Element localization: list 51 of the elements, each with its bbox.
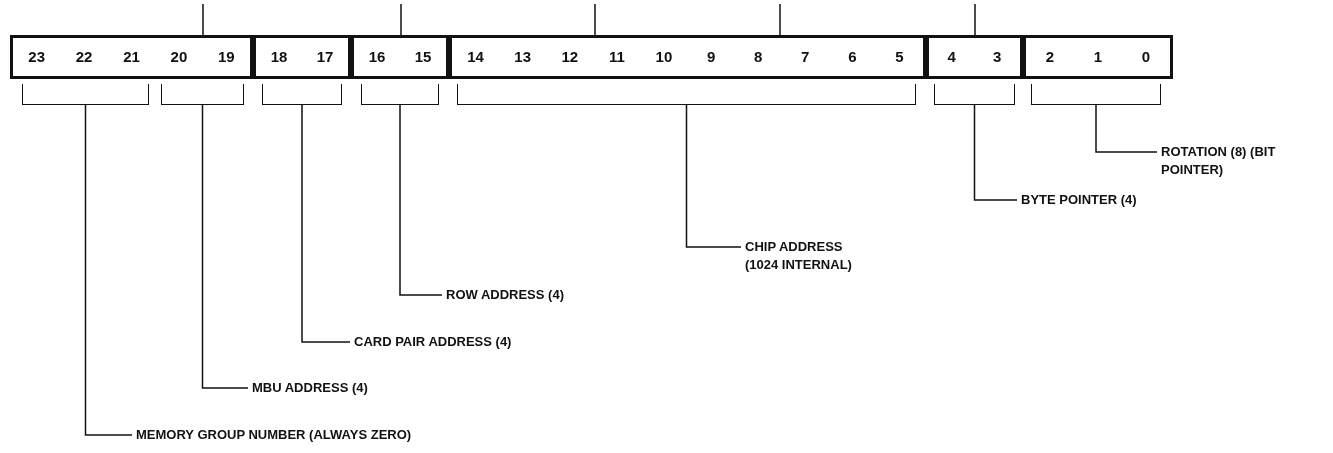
bit-number: 20 xyxy=(169,48,189,66)
bit-number: 10 xyxy=(654,48,674,66)
bit-number: 3 xyxy=(992,48,1003,66)
bracket xyxy=(161,84,244,105)
bit-number: 18 xyxy=(269,48,289,66)
register-field xyxy=(449,35,926,79)
leader-line xyxy=(399,104,443,296)
field-label: ROTATION (8) (BIT POINTER) xyxy=(1161,143,1291,179)
bit-number: 16 xyxy=(367,48,387,66)
bit-number: 15 xyxy=(413,48,433,66)
bit-number: 5 xyxy=(894,48,905,66)
register-field xyxy=(926,35,1023,79)
bit-number: 8 xyxy=(752,48,764,66)
bracket xyxy=(934,84,1015,105)
bit-number: 21 xyxy=(122,48,141,66)
bit-number: 17 xyxy=(315,48,335,66)
bit-number: 0 xyxy=(1140,48,1152,66)
register-field xyxy=(1023,35,1173,79)
leader-line xyxy=(84,104,133,436)
bracket xyxy=(457,84,916,105)
register-field xyxy=(351,35,449,79)
field-label: MEMORY GROUP NUMBER (ALWAYS ZERO) xyxy=(136,426,412,444)
register-field xyxy=(253,35,351,79)
bit-number: 12 xyxy=(560,48,580,66)
field-label: BYTE POINTER (4) xyxy=(1021,191,1137,209)
bit-number: 11 xyxy=(607,48,626,66)
field-label: CARD PAIR ADDRESS (4) xyxy=(354,333,512,351)
bit-number: 6 xyxy=(847,48,858,66)
bit-number: 7 xyxy=(800,48,811,66)
leader-line xyxy=(1095,104,1158,153)
leader-line xyxy=(973,104,1018,201)
field-label: MBU ADDRESS (4) xyxy=(252,379,368,397)
bit-number: 4 xyxy=(946,48,957,66)
bit-number: 13 xyxy=(513,48,532,66)
bit-number: 23 xyxy=(27,48,47,66)
leader-line xyxy=(301,104,351,343)
register-field xyxy=(10,35,253,79)
bit-number: 1 xyxy=(1092,48,1104,66)
leader-line xyxy=(685,104,742,248)
bit-number: 22 xyxy=(74,48,94,66)
bit-number: 19 xyxy=(216,48,236,66)
bracket xyxy=(22,84,149,105)
bit-number: 9 xyxy=(705,48,717,66)
bracket xyxy=(1031,84,1161,105)
bracket xyxy=(262,84,342,105)
bit-number: 14 xyxy=(466,48,485,66)
bracket xyxy=(361,84,439,105)
bit-number: 2 xyxy=(1044,48,1056,66)
leader-line xyxy=(201,104,249,389)
field-label: ROW ADDRESS (4) xyxy=(446,286,564,304)
field-label: CHIP ADDRESS (1024 INTERNAL) xyxy=(745,238,875,274)
